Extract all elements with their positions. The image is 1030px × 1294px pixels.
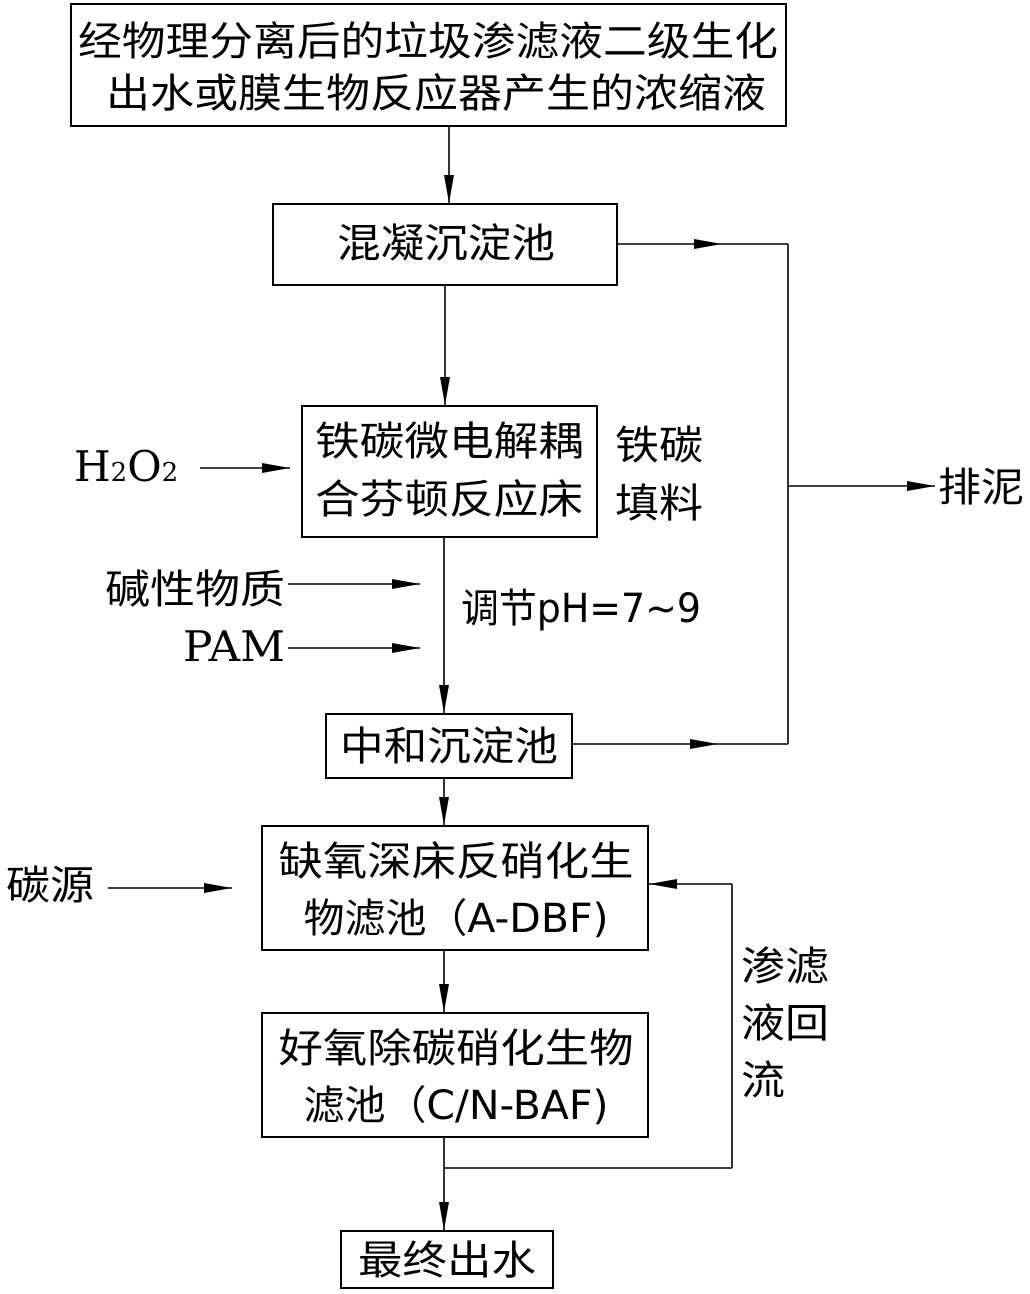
label-ph-adjust: 调节pH=7~9	[461, 586, 701, 632]
box-fenton-line-2: 合芬顿反应床	[315, 477, 583, 523]
h2o2-formula: H2O2	[74, 442, 178, 491]
box-final-effluent: 最终出水	[340, 1230, 554, 1289]
box-cnbaf-line-1: 好氧除碳硝化生物	[279, 1026, 634, 1072]
h2o2-sub-1: 2	[111, 458, 128, 488]
box-adbf-line-1: 缺氧深床反硝化生	[279, 839, 634, 885]
box-adbf-frame	[261, 825, 649, 951]
box-input: 经物理分离后的垃圾渗滤液二级生化 出水或膜生物反应器产生的浓缩液	[70, 3, 787, 127]
label-recycle-line-1: 渗滤	[741, 944, 829, 990]
box-coagulation-sedimentation: 混凝沉淀池	[272, 203, 618, 286]
box-neutralization-frame	[325, 713, 573, 779]
label-fe-c-filler-line-2: 填料	[615, 481, 703, 527]
box-final-frame	[340, 1230, 554, 1289]
label-carbon-source: 碳源	[6, 863, 94, 909]
box-fenton-frame	[301, 405, 598, 538]
label-sludge-discharge: 排泥	[938, 465, 1024, 511]
box-a-dbf: 缺氧深床反硝化生 物滤池（A-DBF)	[261, 825, 649, 951]
box-neutralization-label: 中和沉淀池	[340, 724, 558, 770]
box-fenton-reactor: 铁碳微电解耦 合芬顿反应床	[301, 405, 598, 538]
h2o2-o: O	[127, 442, 161, 491]
label-fe-c-filler-line-1: 铁碳	[615, 423, 703, 469]
box-input-frame	[70, 3, 787, 127]
box-fenton-line-1: 铁碳微电解耦	[315, 419, 583, 465]
box-cnbaf-frame	[261, 1012, 649, 1138]
label-alkaline-substance: 碱性物质	[105, 567, 285, 613]
box-final-label: 最终出水	[358, 1238, 536, 1284]
box-neutralization-sedimentation: 中和沉淀池	[325, 713, 573, 779]
box-c-n-baf: 好氧除碳硝化生物 滤池（C/N-BAF)	[261, 1012, 649, 1138]
label-pam: PAM	[183, 622, 285, 671]
box-adbf-line-2: 物滤池（A-DBF)	[304, 896, 609, 942]
box-input-line-1: 经物理分离后的垃圾渗滤液二级生化	[78, 19, 778, 65]
box-coagulation-frame	[272, 203, 618, 286]
label-recycle-line-3: 流	[741, 1058, 785, 1104]
box-coagulation-label: 混凝沉淀池	[337, 221, 555, 267]
box-input-line-2: 出水或膜生物反应器产生的浓缩液	[106, 71, 766, 117]
h2o2-sub-2: 2	[162, 458, 179, 488]
label-recycle-line-2: 液回	[741, 1001, 829, 1047]
box-cnbaf-line-2: 滤池（C/N-BAF)	[304, 1083, 609, 1129]
h2o2-h: H	[74, 442, 111, 491]
label-h2o2: H2O2	[74, 442, 178, 491]
